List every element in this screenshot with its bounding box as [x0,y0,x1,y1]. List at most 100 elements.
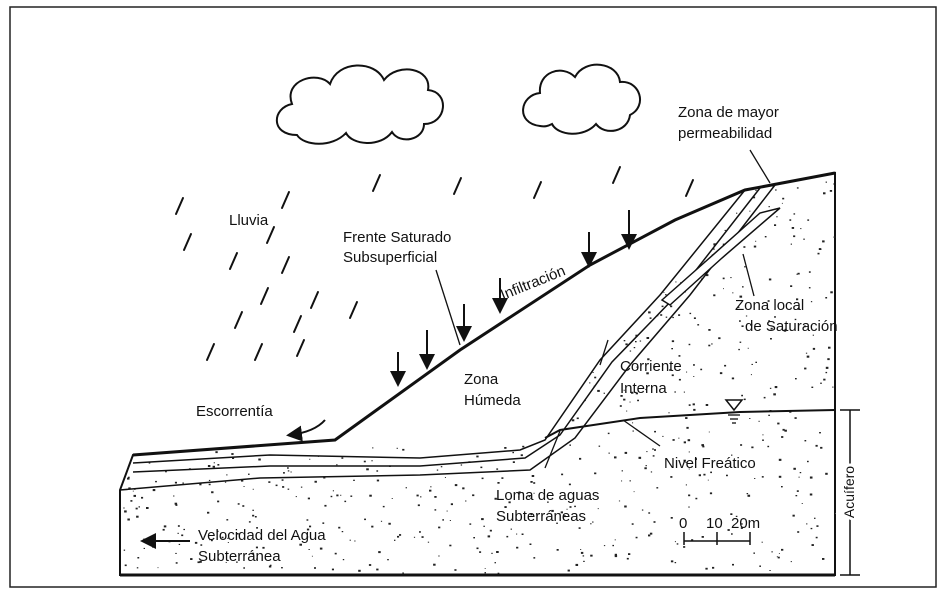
soil-speckle [199,560,202,563]
soil-speckle [341,531,344,533]
soil-speckle [631,523,634,525]
soil-speckle [556,549,559,551]
cloud-icon [275,64,444,145]
scale-label-0: 0 [679,515,687,532]
soil-speckle [496,468,499,470]
soil-speckle [430,486,432,488]
soil-speckle [231,453,234,455]
soil-speckle [678,355,681,357]
soil-speckle [614,553,617,556]
soil-speckle [770,327,773,330]
soil-speckle [258,458,261,461]
soil-speckle [496,551,499,553]
soil-speckle [322,522,325,524]
soil-speckle [711,343,713,345]
soil-speckle [639,340,642,342]
soil-speckle [594,376,597,379]
soil-speckle [685,484,687,486]
soil-speckle [705,404,709,406]
soil-speckle [799,472,802,474]
soil-speckle [371,525,374,528]
label-lluvia: Lluvia [229,212,269,229]
soil-speckle [795,495,798,497]
label-de-saturacion: de Saturación [745,318,838,335]
soil-speckle [624,505,627,508]
soil-speckle [710,471,712,474]
soil-speckle [128,476,130,479]
soil-speckle [155,480,157,483]
soil-speckle [197,561,200,564]
runoff-arrow [286,419,326,442]
soil-speckle [157,567,159,569]
soil-speckle [638,456,642,459]
soil-speckle [740,444,743,446]
soil-speckle [224,481,227,483]
soil-texture [123,181,836,575]
soil-speckle [208,479,211,481]
soil-speckle [227,537,229,539]
soil-speckle [508,501,511,504]
soil-speckle [217,464,220,466]
soil-speckle [592,372,594,373]
soil-speckle [182,482,184,484]
soil-speckle [236,561,238,563]
soil-speckle [781,486,783,488]
soil-speckle [647,358,650,361]
soil-speckle [574,505,576,508]
soil-speckle [124,510,127,513]
soil-speckle [686,371,688,373]
soil-speckle [579,457,582,460]
soil-speckle [796,298,799,301]
soil-speckle [212,465,215,468]
soil-speckle [148,462,151,464]
label-zona: Zona [464,371,499,388]
soil-speckle [794,318,797,321]
soil-speckle [165,470,167,473]
soil-speckle [825,472,828,475]
soil-speckle [275,484,278,487]
cloud-icon [522,63,641,135]
soil-speckle [701,444,704,447]
soil-speckle [123,549,126,551]
soil-speckle [635,392,638,395]
soil-speckle [405,487,407,489]
soil-speckle [789,219,792,221]
soil-speckle [434,509,437,511]
soil-speckle [741,325,744,327]
soil-speckle [578,527,581,529]
soil-speckle [730,277,732,279]
soil-speckle [773,393,776,396]
soil-speckle [739,295,743,298]
soil-speckle [743,246,746,248]
soil-speckle [812,334,814,336]
soil-speckle [822,240,825,243]
soil-speckle [589,382,591,384]
soil-speckle [688,404,691,406]
soil-speckle [340,494,342,496]
soil-speckle [454,569,457,571]
soil-speckle [123,507,125,509]
soil-speckle [221,536,224,539]
soil-speckle [768,206,770,208]
soil-speckle [387,559,389,561]
soil-speckle [741,523,743,525]
soil-speckle [394,539,396,541]
soil-speckle [671,348,673,350]
soil-speckle [778,553,780,554]
soil-speckle [207,465,211,467]
soil-speckle [376,470,379,472]
soil-speckle [683,459,686,462]
soil-speckle [496,498,498,500]
soil-speckle [632,430,634,432]
soil-speckle [805,352,808,354]
soil-speckle [399,534,402,536]
soil-speckle [306,528,310,531]
soil-speckle [446,510,448,512]
soil-speckle [397,535,400,538]
soil-speckle [178,543,181,545]
label-humeda: Húmeda [464,392,521,409]
soil-speckle [618,500,621,502]
soil-speckle [702,445,705,448]
soil-speckle [778,458,782,461]
soil-speckle [512,451,514,454]
